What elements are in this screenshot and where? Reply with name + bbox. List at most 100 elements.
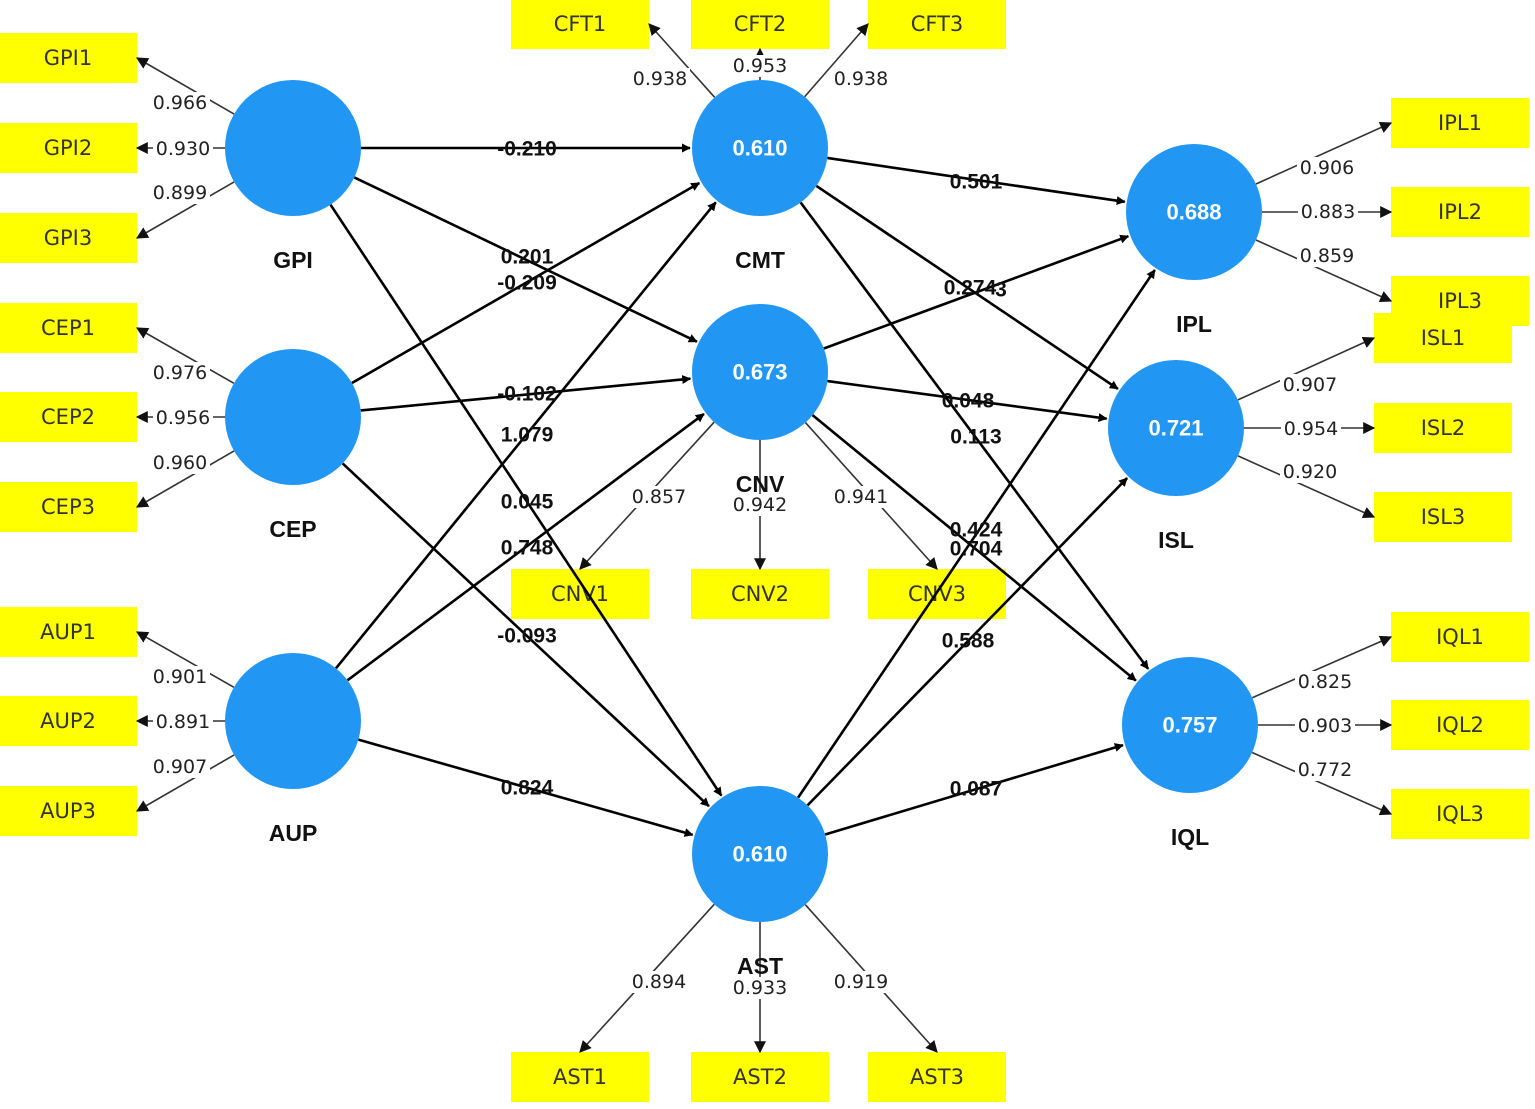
indicator-box-ipl2[interactable] bbox=[1391, 187, 1529, 237]
path-ast-to-ipl-arrow bbox=[797, 269, 1156, 799]
indicator-box-gpi3[interactable] bbox=[0, 213, 137, 263]
indicator-box-cep2[interactable] bbox=[0, 392, 137, 442]
loading-value-iql1: 0.825 bbox=[1298, 671, 1352, 693]
indicator-box-iql3[interactable] bbox=[1391, 789, 1529, 839]
indicator-box-isl2[interactable] bbox=[1374, 403, 1512, 453]
path-coef-cep-cnv: -0.102 bbox=[497, 383, 557, 406]
indicator-label-isl1: ISL1 bbox=[1421, 326, 1466, 350]
indicator-box-isl3[interactable] bbox=[1374, 492, 1512, 542]
indicator-box-cft2[interactable] bbox=[691, 0, 829, 49]
loading-label-bg bbox=[153, 138, 213, 160]
loading-value-iql2: 0.903 bbox=[1298, 715, 1352, 737]
loading-label-bg bbox=[150, 362, 210, 384]
latent-ipl-circle[interactable] bbox=[1126, 144, 1262, 280]
indicator-box-gpi2[interactable] bbox=[0, 123, 137, 173]
path-cmt-to-ipl-arrow bbox=[827, 156, 1126, 206]
latent-cep-circle[interactable] bbox=[225, 349, 361, 485]
latent-cmt-circle[interactable] bbox=[692, 80, 828, 216]
indicator-box-isl1[interactable] bbox=[1374, 313, 1512, 363]
latent-ipl-name: IPL bbox=[1176, 311, 1212, 337]
path-cep-to-ast-arrow bbox=[341, 462, 710, 808]
loading-arrow-iql1 bbox=[1251, 635, 1393, 699]
loading-label-bg bbox=[1280, 461, 1340, 483]
latent-ast-name: AST bbox=[737, 953, 783, 979]
path-coef-cnv-ipl: 3 bbox=[995, 279, 1007, 302]
loading-value-ipl2: 0.883 bbox=[1301, 201, 1355, 223]
path-cnv-to-iql-arrow bbox=[811, 414, 1137, 682]
loading-value-gpi2: 0.930 bbox=[156, 138, 210, 160]
indicator-box-cep3[interactable] bbox=[0, 482, 137, 532]
path-coef-gpi-ast: 0.045 bbox=[501, 491, 554, 514]
loading-arrow-cep3 bbox=[135, 450, 235, 508]
indicator-box-aup2[interactable] bbox=[0, 696, 137, 746]
indicator-label-ipl1: IPL1 bbox=[1438, 111, 1482, 135]
structural-paths-layer bbox=[329, 143, 1156, 837]
loading-value-ast3: 0.919 bbox=[834, 971, 888, 993]
indicator-box-cft3[interactable] bbox=[868, 0, 1006, 49]
indicator-box-aup1[interactable] bbox=[0, 607, 137, 657]
loading-value-isl3: 0.920 bbox=[1283, 461, 1337, 483]
indicator-box-ast2[interactable] bbox=[691, 1052, 829, 1102]
loading-label-bg bbox=[629, 486, 689, 508]
indicator-box-gpi1[interactable] bbox=[0, 33, 137, 83]
path-cep-to-cmt-arrow bbox=[351, 181, 701, 385]
path-cmt-to-iql-arrow bbox=[799, 201, 1150, 670]
indicator-label-ipl3: IPL3 bbox=[1438, 289, 1482, 313]
indicator-box-cnv2[interactable] bbox=[691, 569, 829, 619]
latent-aup-circle[interactable] bbox=[225, 653, 361, 789]
latent-cnv-circle[interactable] bbox=[692, 304, 828, 440]
path-coef-cep-cmt: -0.209 bbox=[497, 272, 557, 295]
indicator-label-gpi1: GPI1 bbox=[44, 46, 93, 70]
loading-value-ast1: 0.894 bbox=[632, 971, 686, 993]
loading-value-cft2: 0.953 bbox=[733, 55, 787, 77]
loading-label-bg bbox=[150, 666, 210, 688]
indicator-box-ast3[interactable] bbox=[868, 1052, 1006, 1102]
latent-cnv-name: CNV bbox=[736, 471, 785, 497]
loading-value-aup2: 0.891 bbox=[156, 711, 210, 733]
loading-value-isl1: 0.907 bbox=[1283, 374, 1337, 396]
loading-value-cep3: 0.960 bbox=[153, 452, 207, 474]
loading-arrow-gpi3 bbox=[135, 181, 235, 239]
loading-label-bg bbox=[150, 182, 210, 204]
indicator-box-aup3[interactable] bbox=[0, 786, 137, 836]
path-cnv-to-ipl-arrow bbox=[823, 234, 1130, 350]
loading-value-cnv2: 0.942 bbox=[733, 494, 787, 516]
latent-iql-r2: 0.757 bbox=[1162, 713, 1217, 738]
latent-cmt-name: CMT bbox=[735, 247, 785, 273]
path-coef-cep-ast: -0.093 bbox=[497, 625, 557, 648]
path-coef-aup-cnv: 0.748 bbox=[501, 537, 554, 560]
path-coef-cmt-isl: 0.274 bbox=[944, 277, 997, 300]
indicator-box-cft1[interactable] bbox=[511, 0, 649, 49]
latent-gpi-circle[interactable] bbox=[225, 80, 361, 216]
latent-iql-circle[interactable] bbox=[1122, 657, 1258, 793]
indicator-box-ast1[interactable] bbox=[511, 1052, 649, 1102]
indicator-label-cnv1: CNV1 bbox=[551, 582, 609, 606]
indicator-box-iql1[interactable] bbox=[1391, 612, 1529, 662]
loading-label-bg bbox=[1280, 374, 1340, 396]
indicator-box-ipl1[interactable] bbox=[1391, 98, 1529, 148]
indicator-label-iql3: IQL3 bbox=[1436, 802, 1484, 826]
loading-value-cft3: 0.938 bbox=[834, 68, 888, 90]
loading-arrow-ipl1 bbox=[1255, 121, 1393, 185]
loading-label-bg bbox=[1298, 201, 1358, 223]
loading-arrow-iql3 bbox=[1251, 751, 1393, 816]
loading-label-bg bbox=[629, 971, 689, 993]
loading-value-gpi3: 0.899 bbox=[153, 182, 207, 204]
indicator-label-isl2: ISL2 bbox=[1421, 416, 1466, 440]
latent-ast-circle[interactable] bbox=[692, 786, 828, 922]
indicator-label-cnv2: CNV2 bbox=[731, 582, 789, 606]
path-coef-aup-cmt: 1.079 bbox=[501, 424, 554, 447]
latent-aup-name: AUP bbox=[269, 820, 318, 846]
indicator-label-ast2: AST2 bbox=[733, 1065, 787, 1089]
loading-label-bg bbox=[153, 711, 213, 733]
indicator-box-iql2[interactable] bbox=[1391, 700, 1529, 750]
loading-label-bg bbox=[153, 407, 213, 429]
loading-label-bg bbox=[1295, 671, 1355, 693]
latent-isl-circle[interactable] bbox=[1108, 360, 1244, 496]
indicator-box-cnv1[interactable] bbox=[511, 569, 649, 619]
indicator-label-cft1: CFT1 bbox=[554, 12, 607, 36]
loading-arrow-cft1 bbox=[648, 23, 716, 98]
indicator-box-cep1[interactable] bbox=[0, 303, 137, 353]
path-coef-ast-isl: 0.588 bbox=[942, 630, 995, 653]
